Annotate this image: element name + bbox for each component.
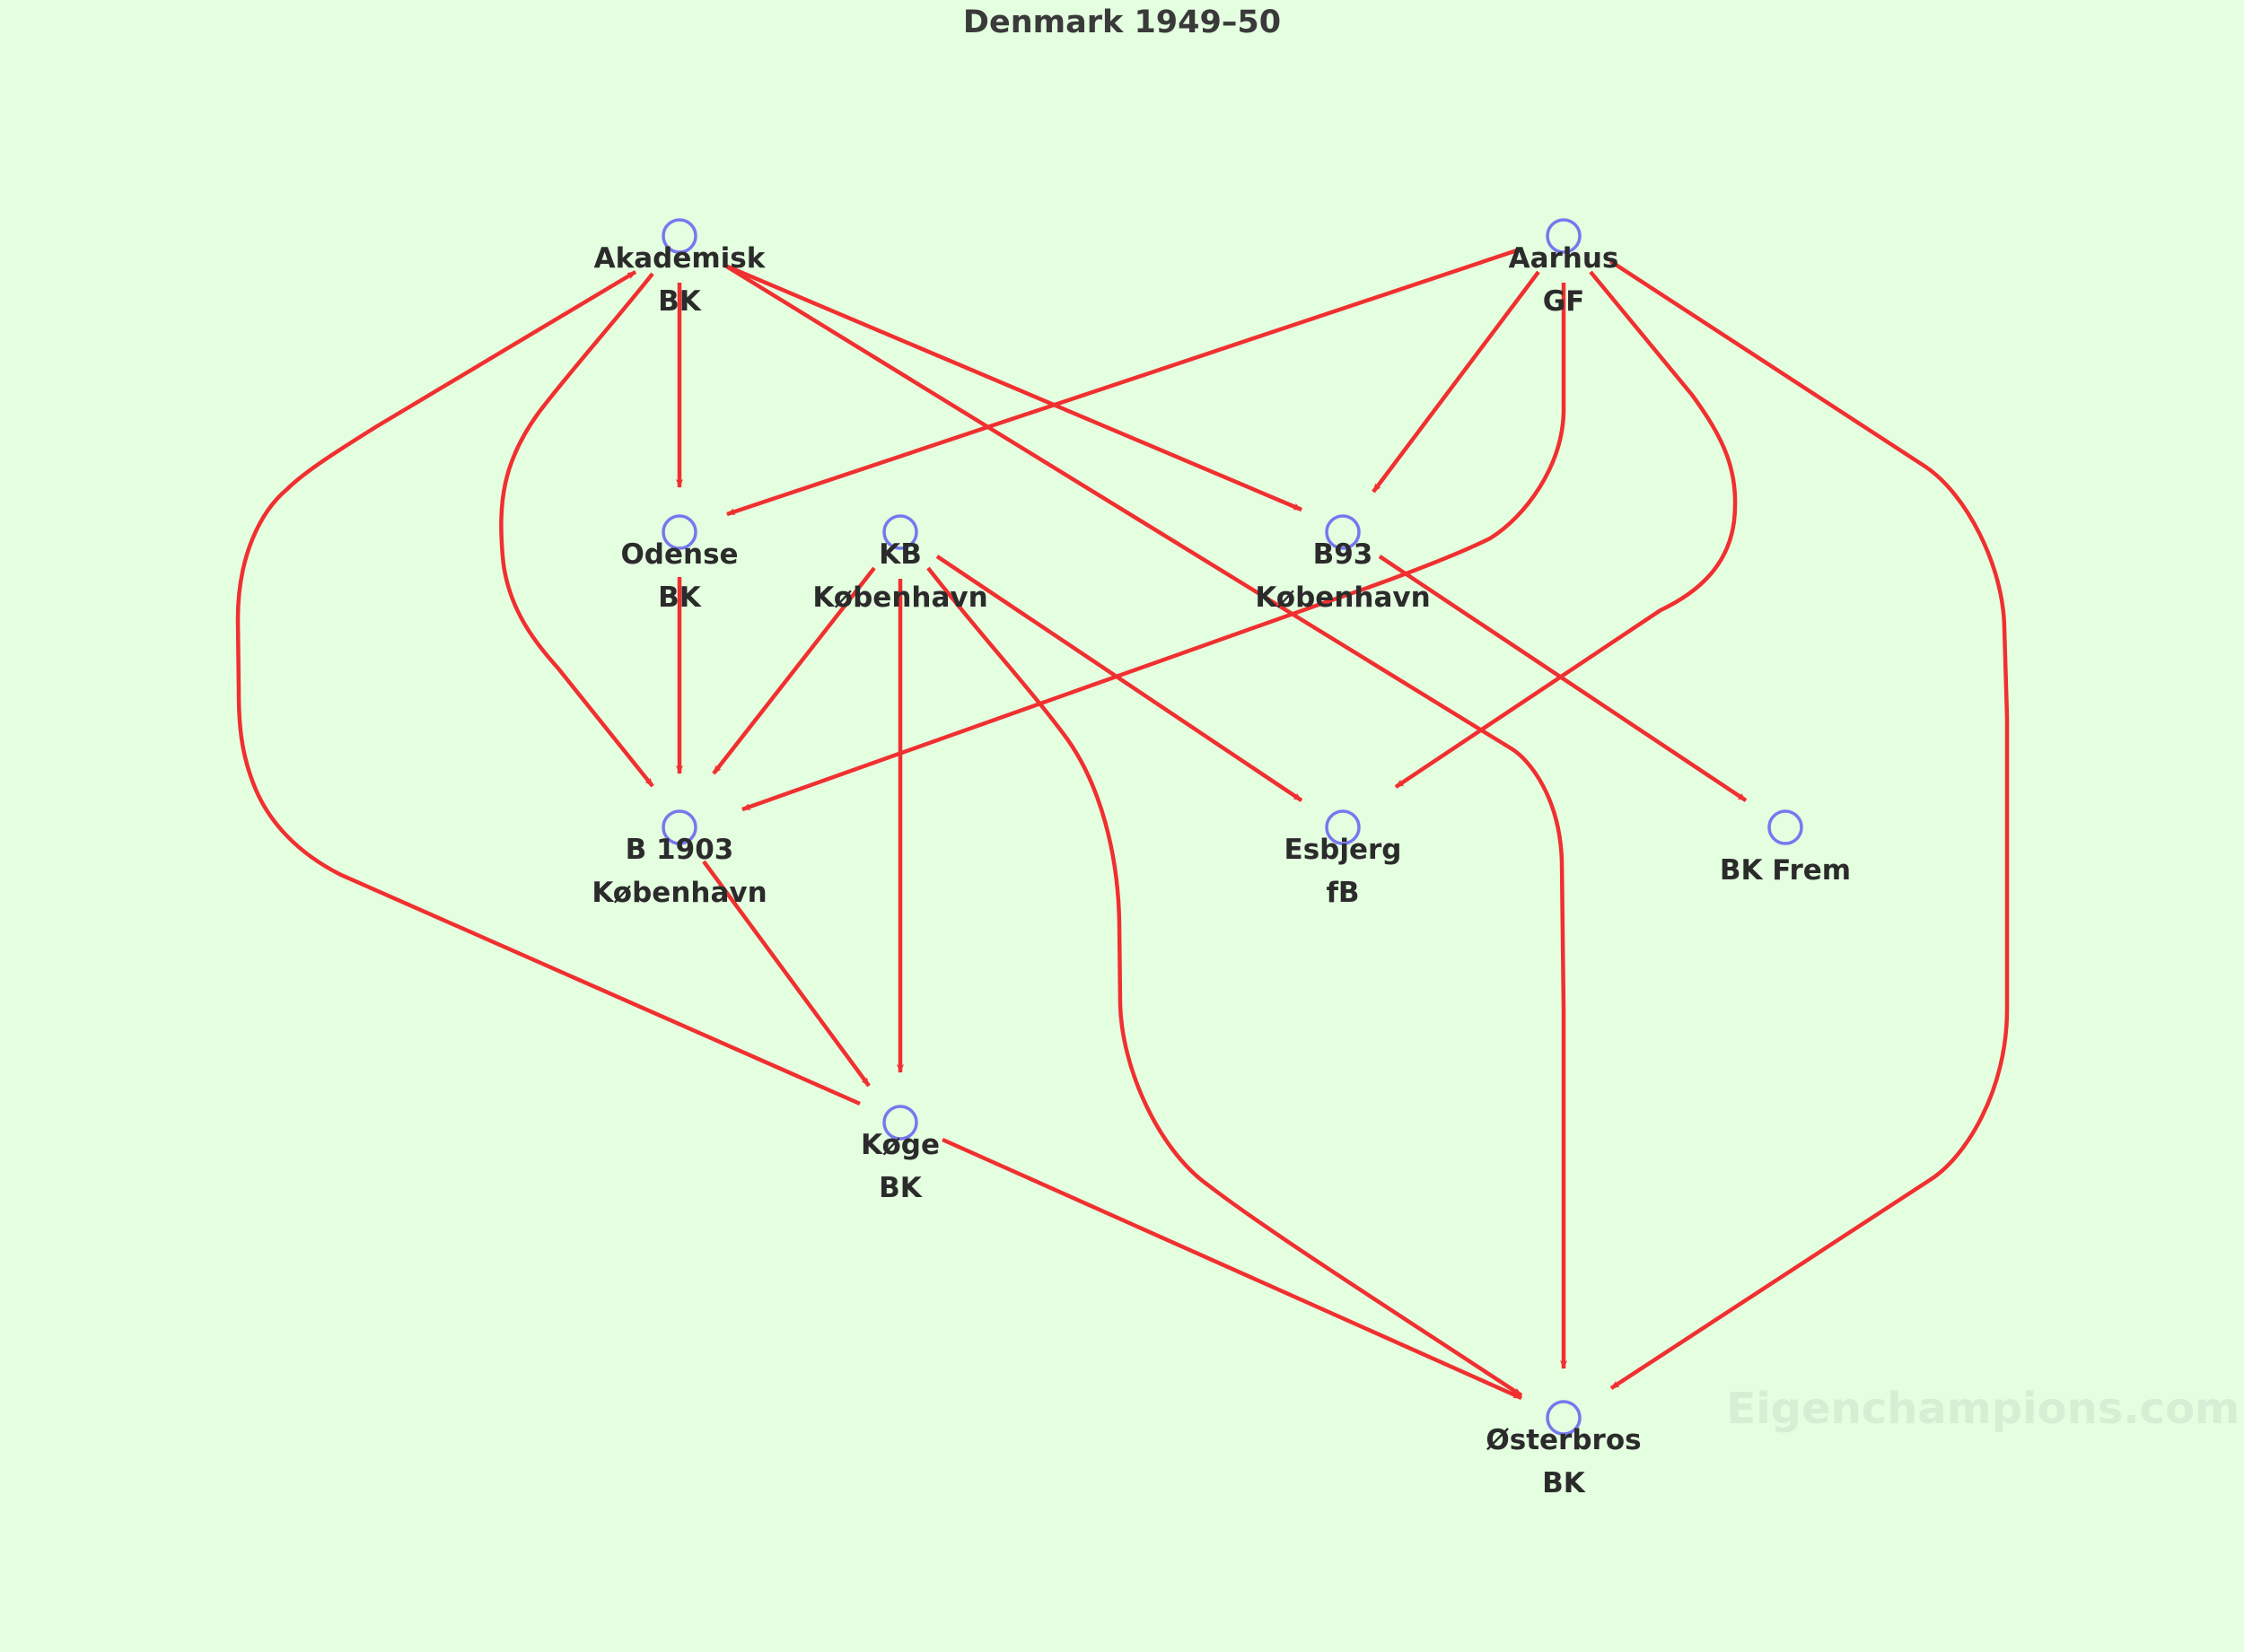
node-label-line: BK	[658, 285, 702, 318]
node-frem[interactable]: BK Frem	[1720, 809, 1851, 887]
edge-agf-to-obk	[1608, 259, 2010, 1390]
node-circle[interactable]	[662, 218, 697, 254]
node-label-line: Østerbros	[1486, 1424, 1641, 1456]
node-label-line: fB	[1326, 877, 1359, 909]
node-circle[interactable]	[1546, 1400, 1582, 1436]
edge-agf-to-b1903	[741, 283, 1566, 812]
node-circle[interactable]	[882, 514, 918, 550]
nodes-layer: AkademiskBKAarhusGFOdenseBKKBKøbenhavnB9…	[592, 218, 1851, 1499]
edge-agf-to-efb	[1394, 270, 1738, 789]
node-circle[interactable]	[1767, 809, 1803, 845]
node-label-line: B93	[1313, 538, 1373, 571]
edge-koge-to-obk	[942, 1137, 1522, 1401]
node-label-line: B 1903	[626, 834, 734, 866]
node-circle[interactable]	[882, 1105, 918, 1141]
edge-akb-to-b1903	[499, 272, 654, 788]
node-kb[interactable]: KB København	[812, 514, 988, 614]
edge-agf-to-b93	[1372, 270, 1540, 494]
edge-agf-to-ob	[726, 248, 1518, 517]
node-label-line: BK	[658, 581, 702, 614]
diagram-title: Denmark 1949–50	[963, 4, 1281, 40]
node-efb[interactable]: Esbjerg fB	[1284, 809, 1402, 909]
watermark: Eigenchampions.com	[1726, 1384, 2240, 1434]
node-label-line: København	[812, 581, 987, 614]
edge-kb-to-b1903	[712, 566, 876, 775]
node-label-line: København	[592, 877, 767, 909]
edge-kb-to-obk	[926, 566, 1523, 1397]
node-label-line: Akademisk	[594, 242, 767, 275]
node-label-line: Aarhus	[1509, 242, 1619, 275]
edges-layer	[235, 248, 2010, 1401]
node-label-line: København	[1255, 581, 1430, 614]
node-circle[interactable]	[662, 809, 697, 845]
edge-b93-to-frem	[1378, 555, 1748, 802]
edge-akb-to-b93	[724, 263, 1302, 512]
node-label-line: Køge	[861, 1129, 940, 1161]
node-label-line: Odense	[620, 538, 738, 571]
node-circle[interactable]	[662, 514, 697, 550]
node-label-line: BK	[879, 1172, 923, 1204]
node-label-line: BK	[1542, 1467, 1586, 1499]
edge-koge-to-akb	[235, 270, 861, 1106]
node-circle[interactable]	[1325, 514, 1361, 550]
node-label-line: BK Frem	[1720, 854, 1851, 887]
node-circle[interactable]	[1325, 809, 1361, 845]
node-circle[interactable]	[1546, 218, 1582, 254]
edge-akb-to-obk	[723, 264, 1567, 1369]
node-label-line: KB	[879, 538, 922, 571]
node-label-line: Esbjerg	[1284, 834, 1402, 866]
edge-b1903-to-koge	[702, 860, 871, 1088]
node-label-line: GF	[1543, 285, 1585, 318]
edge-kb-to-efb	[935, 555, 1303, 802]
